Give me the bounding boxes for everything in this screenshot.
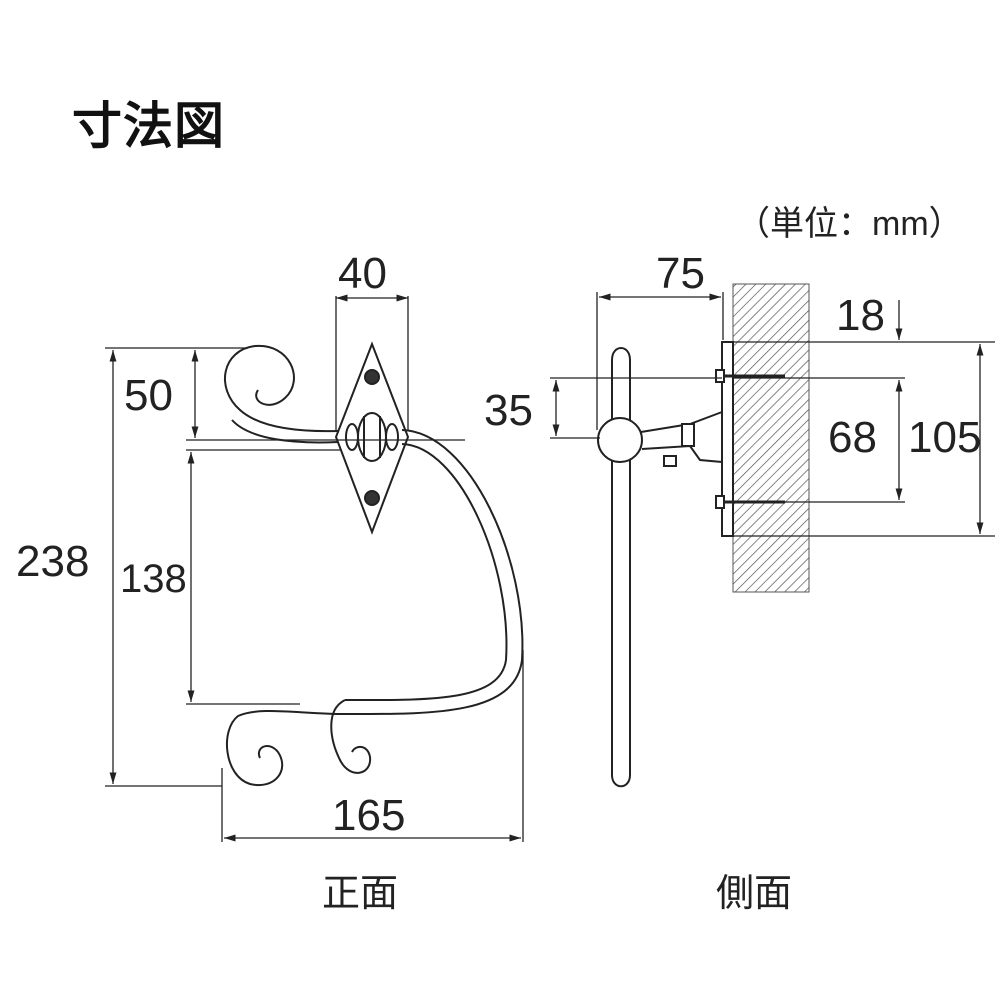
dim-screw-pitch: 68	[828, 413, 877, 462]
wall-mount-plate	[721, 341, 734, 537]
side-arm-nut	[663, 455, 677, 467]
drawing-title: 寸法図	[72, 97, 225, 155]
collar-left	[345, 423, 359, 451]
screw-top	[364, 369, 380, 385]
dim-top-gap: 18	[836, 291, 885, 340]
dim-inner-height: 138	[120, 557, 187, 601]
side-knob	[597, 417, 643, 463]
front-dimensions	[105, 294, 524, 842]
screw-head-bottom	[715, 495, 725, 509]
collar-center	[357, 412, 387, 462]
side-vertical-bar	[611, 347, 631, 436]
dim-plate-width: 40	[338, 249, 387, 298]
side-view-caption: 側面	[716, 871, 793, 915]
dim-overall-height: 238	[16, 537, 89, 586]
handle-arm-outer	[225, 429, 524, 787]
side-vertical-bar-lower	[611, 450, 631, 788]
side-view	[597, 283, 810, 788]
wall-hatch	[732, 283, 810, 593]
front-view	[224, 341, 524, 787]
dim-bar-offset: 35	[484, 386, 533, 435]
front-view-caption: 正面	[322, 871, 399, 915]
dim-overall-width: 165	[332, 791, 405, 840]
side-arm-lower	[641, 444, 723, 463]
collar-right	[385, 423, 399, 451]
unit-note: （単位：mm）	[736, 205, 963, 243]
screw-head-top	[715, 369, 725, 383]
side-dimensions	[550, 292, 995, 537]
dim-projection: 75	[656, 249, 705, 298]
top-scroll-inner	[231, 419, 339, 444]
side-arm-block	[681, 423, 695, 447]
bottom-scroll-right	[330, 699, 372, 774]
handle-arm-inner	[344, 443, 508, 702]
dim-top-offset: 50	[124, 371, 173, 420]
dim-plate-height: 105	[908, 413, 981, 462]
top-scroll-outer	[224, 344, 339, 433]
screw-bottom	[364, 490, 380, 506]
